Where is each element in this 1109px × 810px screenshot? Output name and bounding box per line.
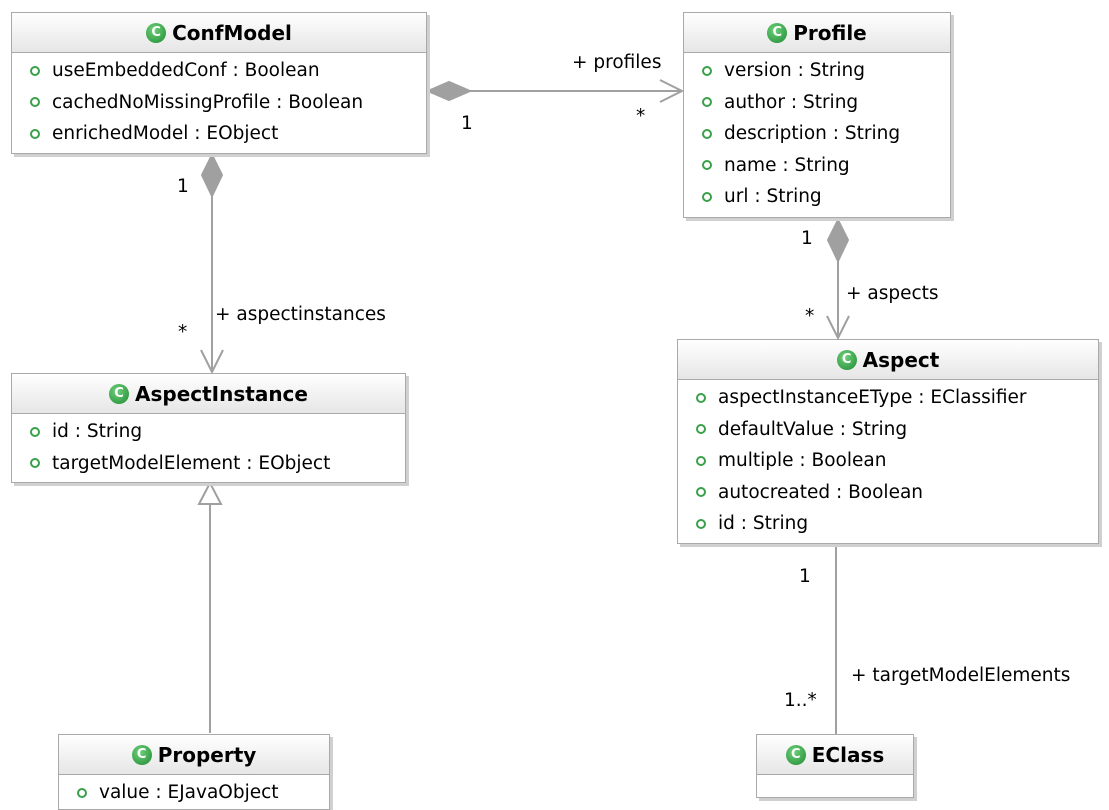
aspects-role-label: + aspects bbox=[846, 283, 939, 304]
public-attribute-icon bbox=[30, 65, 40, 76]
public-attribute-icon bbox=[30, 426, 40, 437]
class-aspect-attributes: aspectInstanceEType : EClassifier defaul… bbox=[678, 380, 1098, 540]
public-attribute-icon bbox=[696, 455, 706, 466]
class-confmodel-name: ConfModel bbox=[172, 20, 292, 45]
class-aspect[interactable]: C Aspect aspectInstanceEType : EClassifi… bbox=[677, 339, 1099, 544]
public-attribute-icon bbox=[30, 128, 40, 139]
attribute-label: defaultValue : String bbox=[718, 418, 908, 440]
class-profile-attributes: version : String author : String descrip… bbox=[684, 53, 950, 213]
attribute-label: multiple : Boolean bbox=[718, 450, 887, 472]
class-eclass[interactable]: C EClass bbox=[756, 734, 914, 798]
aspects-composition-diamond bbox=[826, 217, 850, 264]
class-eclass-header: C EClass bbox=[757, 735, 913, 775]
class-eclass-name: EClass bbox=[811, 742, 885, 767]
public-attribute-icon bbox=[702, 191, 712, 202]
attribute-label: id : String bbox=[718, 513, 809, 535]
generalization-triangle bbox=[197, 480, 223, 505]
aspectinstances-role-label: + aspectinstances bbox=[215, 304, 386, 325]
public-attribute-icon bbox=[702, 97, 712, 108]
class-aspect-header: C Aspect bbox=[678, 340, 1098, 380]
class-aspectinstance-attributes: id : String targetModelElement : EObject bbox=[12, 414, 405, 479]
attribute-row[interactable]: id : String bbox=[12, 416, 405, 448]
attribute-label: value : EJavaObject bbox=[99, 782, 279, 804]
public-attribute-icon bbox=[77, 787, 87, 798]
attribute-label: id : String bbox=[52, 421, 143, 443]
public-attribute-icon bbox=[696, 392, 706, 403]
attribute-row[interactable]: aspectInstanceEType : EClassifier bbox=[678, 382, 1098, 414]
public-attribute-icon bbox=[702, 65, 712, 76]
class-property[interactable]: C Property value : EJavaObject bbox=[58, 734, 330, 810]
public-attribute-icon bbox=[696, 424, 706, 435]
attribute-label: enrichedModel : EObject bbox=[52, 123, 279, 145]
public-attribute-icon bbox=[696, 518, 706, 529]
attribute-row[interactable]: useEmbeddedConf : Boolean bbox=[12, 55, 426, 87]
attribute-label: autocreated : Boolean bbox=[718, 481, 924, 503]
attribute-row[interactable]: targetModelElement : EObject bbox=[12, 448, 405, 480]
public-attribute-icon bbox=[702, 160, 712, 171]
class-icon: C bbox=[836, 349, 857, 370]
class-icon: C bbox=[785, 744, 806, 765]
attribute-row[interactable]: value : EJavaObject bbox=[59, 777, 329, 809]
attribute-row[interactable]: cachedNoMissingProfile : Boolean bbox=[12, 87, 426, 119]
class-aspectinstance-header: C AspectInstance bbox=[12, 374, 405, 414]
class-icon: C bbox=[146, 22, 167, 43]
attribute-row[interactable]: url : String bbox=[684, 181, 950, 213]
class-aspect-name: Aspect bbox=[862, 347, 940, 372]
attribute-row[interactable]: id : String bbox=[678, 508, 1098, 540]
class-property-header: C Property bbox=[59, 735, 329, 775]
public-attribute-icon bbox=[696, 487, 706, 498]
class-profile[interactable]: C Profile version : String author : Stri… bbox=[683, 12, 951, 218]
profiles-arrowhead bbox=[659, 79, 685, 103]
attribute-label: description : String bbox=[724, 123, 901, 145]
class-icon: C bbox=[131, 744, 152, 765]
attribute-label: name : String bbox=[724, 154, 850, 176]
class-confmodel[interactable]: C ConfModel useEmbeddedConf : Boolean ca… bbox=[11, 12, 427, 154]
class-property-name: Property bbox=[157, 742, 257, 767]
target-model-elements-role-label: + targetModelElements bbox=[851, 665, 1071, 686]
attribute-label: url : String bbox=[724, 186, 822, 208]
attribute-row[interactable]: version : String bbox=[684, 55, 950, 87]
aspects-source-multiplicity: 1 bbox=[801, 228, 813, 249]
class-confmodel-header: C ConfModel bbox=[12, 13, 426, 53]
class-property-attributes: value : EJavaObject bbox=[59, 775, 329, 809]
aspectinstances-target-multiplicity: * bbox=[178, 322, 188, 343]
class-profile-header: C Profile bbox=[684, 13, 950, 53]
attribute-row[interactable]: description : String bbox=[684, 118, 950, 150]
aspects-target-multiplicity: * bbox=[805, 306, 815, 327]
class-aspectinstance[interactable]: C AspectInstance id : String targetModel… bbox=[11, 373, 406, 483]
attribute-label: aspectInstanceEType : EClassifier bbox=[718, 387, 1027, 409]
attribute-row[interactable]: enrichedModel : EObject bbox=[12, 118, 426, 150]
class-aspectinstance-name: AspectInstance bbox=[135, 381, 308, 406]
aspectinstances-source-multiplicity: 1 bbox=[177, 176, 189, 197]
class-confmodel-attributes: useEmbeddedConf : Boolean cachedNoMissin… bbox=[12, 53, 426, 150]
attribute-label: useEmbeddedConf : Boolean bbox=[52, 60, 320, 82]
public-attribute-icon bbox=[30, 97, 40, 108]
aspectinstances-arrowhead bbox=[200, 349, 224, 375]
profiles-target-multiplicity: * bbox=[636, 106, 646, 127]
attribute-label: author : String bbox=[724, 91, 859, 113]
public-attribute-icon bbox=[30, 458, 40, 469]
attribute-label: version : String bbox=[724, 60, 865, 82]
profiles-role-label: + profiles bbox=[572, 52, 662, 73]
target-model-elements-target-multiplicity: 1..* bbox=[784, 690, 817, 711]
aspectinstances-composition-diamond bbox=[200, 152, 224, 199]
class-icon: C bbox=[109, 383, 129, 404]
public-attribute-icon bbox=[702, 128, 712, 139]
target-model-elements-source-multiplicity: 1 bbox=[799, 566, 811, 587]
attribute-row[interactable]: author : String bbox=[684, 87, 950, 119]
attribute-row[interactable]: multiple : Boolean bbox=[678, 445, 1098, 477]
attribute-row[interactable]: name : String bbox=[684, 150, 950, 182]
profiles-composition-diamond bbox=[425, 80, 473, 102]
class-profile-name: Profile bbox=[793, 20, 867, 45]
class-icon: C bbox=[767, 22, 788, 43]
aspects-arrowhead bbox=[826, 315, 850, 341]
attribute-row[interactable]: defaultValue : String bbox=[678, 414, 1098, 446]
attribute-label: cachedNoMissingProfile : Boolean bbox=[52, 91, 364, 113]
profiles-source-multiplicity: 1 bbox=[461, 113, 473, 134]
attribute-row[interactable]: autocreated : Boolean bbox=[678, 477, 1098, 509]
attribute-label: targetModelElement : EObject bbox=[52, 452, 331, 474]
